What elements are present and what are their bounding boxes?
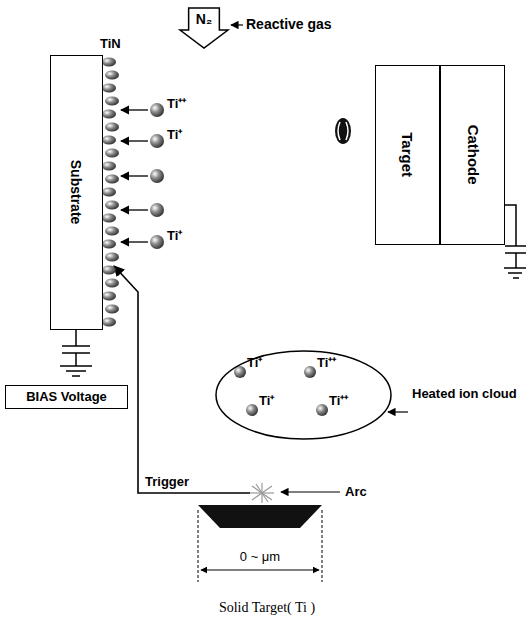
node-text: Target — [399, 133, 416, 178]
tin-blob — [105, 279, 119, 288]
ion-spheres — [150, 103, 328, 416]
dimension-extension — [198, 510, 322, 582]
node-text: Substrate — [68, 160, 84, 225]
cathode-block: Cathode — [440, 65, 505, 245]
dimension-line — [201, 570, 319, 571]
trigger-line — [114, 266, 250, 493]
ion-label: Ti⁺⁺ — [329, 394, 348, 409]
ion-cloud: Ti⁺ Ti⁺⁺ Ti⁺ Ti⁺⁺ — [215, 350, 392, 440]
bias-capacitor-ground — [60, 330, 92, 376]
tin-blob — [102, 266, 116, 275]
leader-arrow — [388, 411, 408, 412]
tin-blob — [105, 123, 119, 132]
tin-blob — [105, 175, 119, 184]
tin-blob — [105, 71, 119, 80]
ion-label: Ti⁺⁺ — [167, 96, 186, 111]
ion-sphere — [150, 169, 164, 183]
leader-arrow — [281, 491, 340, 492]
dimension-label: 0 ~ μm — [238, 549, 282, 564]
tin-deposit — [102, 58, 119, 327]
ion-label: Ti⁺ — [247, 356, 262, 371]
callout-label: Reactive gas — [246, 17, 332, 32]
ion-sphere — [150, 134, 164, 148]
callout-label: Arc — [345, 484, 367, 499]
tin-blob — [102, 318, 116, 327]
callout-label: Heated ion cloud — [412, 386, 517, 401]
ion-label: Ti⁺ — [167, 228, 182, 243]
node-text: BIAS Voltage — [26, 390, 107, 405]
bias-label-box: BIAS Voltage — [5, 385, 128, 409]
tin-blob — [102, 110, 116, 119]
tin-blob — [102, 292, 116, 301]
tin-blob — [105, 149, 119, 158]
target-block: Target — [375, 65, 440, 245]
arc-spot-symbol — [335, 118, 351, 144]
tin-blob — [102, 214, 116, 223]
ellipse-outline — [215, 350, 392, 440]
tin-blob — [102, 136, 116, 145]
substrate-plate: Substrate — [50, 55, 103, 330]
ion-sphere — [316, 404, 328, 416]
ion-sphere — [150, 235, 164, 249]
ion-arrows — [121, 110, 148, 242]
tin-blob — [102, 58, 116, 67]
ion-label: Ti⁺ — [259, 394, 274, 409]
cathode-capacitor-ground — [504, 205, 526, 278]
arc-sparkle — [250, 483, 274, 503]
tin-blob — [105, 227, 119, 236]
leader-arrow — [231, 24, 243, 25]
tin-blob — [102, 188, 116, 197]
tin-blob — [105, 305, 119, 314]
ion-sphere — [150, 103, 164, 117]
ion-label: Ti⁺ — [167, 127, 182, 142]
coating-label: TiN — [100, 36, 121, 51]
tin-blob — [105, 97, 119, 106]
tin-blob — [102, 84, 116, 93]
ion-label: Ti⁺⁺ — [317, 356, 336, 371]
tin-blob — [105, 201, 119, 210]
node-text: N₂ — [196, 11, 212, 27]
ion-sphere — [246, 404, 258, 416]
tin-blob — [102, 162, 116, 171]
solid-target — [198, 505, 322, 528]
gas-arrow: N₂ — [180, 8, 228, 48]
ion-sphere — [304, 366, 316, 378]
node-text: Cathode — [464, 125, 481, 185]
callout-label: Trigger — [145, 474, 189, 489]
part-label: Solid Target( Ti ) — [219, 600, 315, 615]
tin-blob — [105, 253, 119, 262]
tin-blob — [102, 240, 116, 249]
ion-sphere — [150, 203, 164, 217]
